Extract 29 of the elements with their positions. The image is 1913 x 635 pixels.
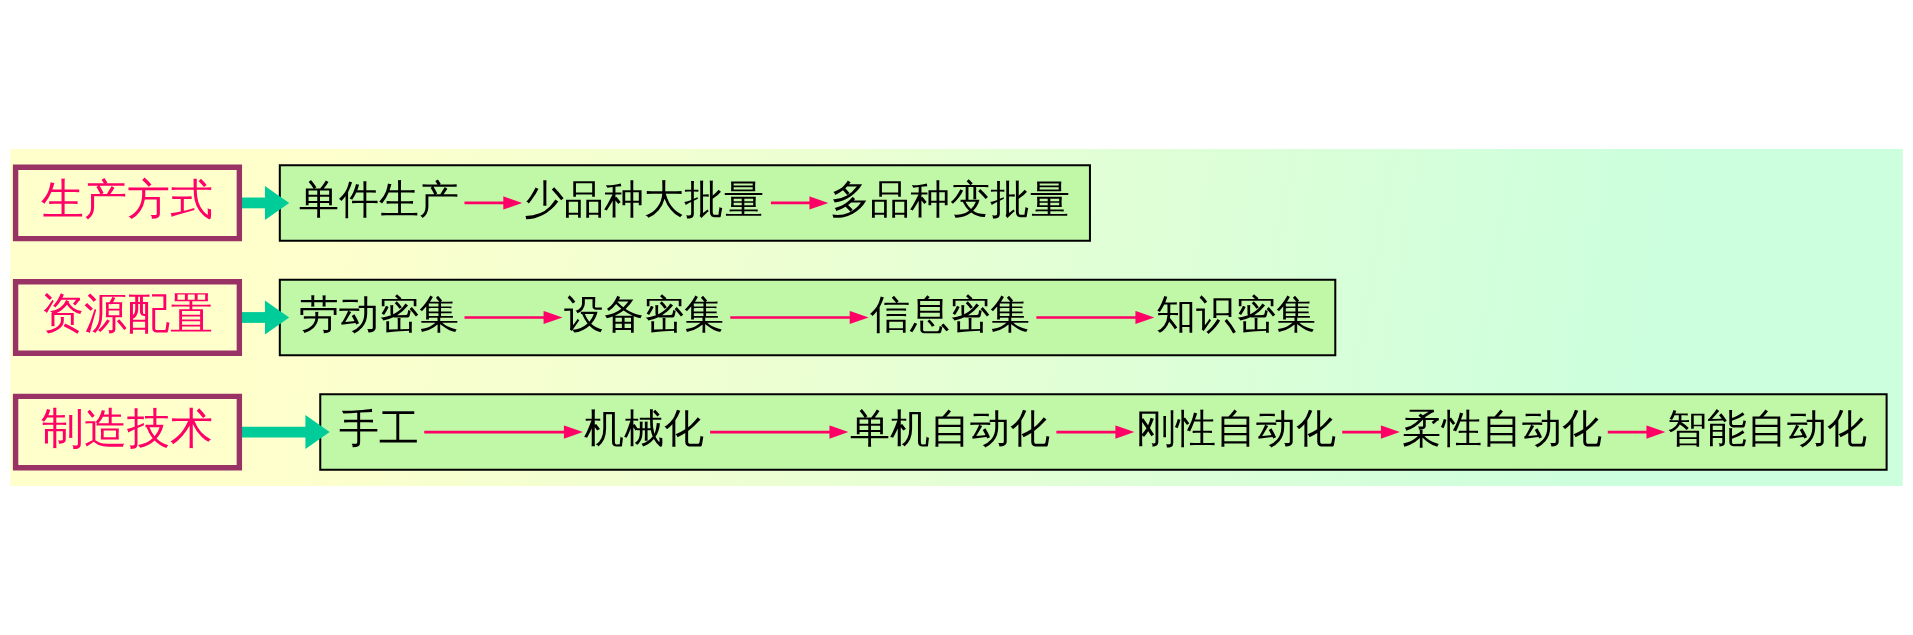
arrow	[464, 310, 563, 325]
node-text: 刚性自动化	[1136, 404, 1337, 453]
arrow	[710, 425, 849, 439]
arrow	[424, 425, 583, 439]
cluster	[278, 278, 1337, 357]
node-text: 信息密集	[870, 289, 1031, 338]
arrow	[730, 310, 869, 325]
node-text: 知识密集	[1156, 289, 1317, 338]
node-text: 机械化	[584, 404, 705, 453]
node-box: 生产方式	[12, 164, 243, 242]
node-text: 劳动密集	[298, 289, 459, 338]
node-text: 手工	[338, 404, 419, 453]
arrow	[1607, 425, 1666, 439]
node-text: 单机自动化	[850, 404, 1051, 453]
node-text: 单件生产	[298, 175, 459, 224]
arrow	[464, 196, 523, 210]
node-box: 制造技术	[12, 393, 243, 471]
arrow	[1056, 425, 1135, 439]
node-text: 柔性自动化	[1401, 404, 1602, 453]
node-text: 少品种大批量	[524, 175, 765, 224]
cluster	[319, 393, 1888, 471]
node-box: 资源配置	[12, 279, 243, 356]
node-text: 设备密集	[564, 289, 725, 338]
arrow	[770, 196, 829, 210]
arrow	[1036, 310, 1155, 325]
node-text: 多品种变批量	[830, 175, 1071, 224]
node-text: 智能自动化	[1667, 404, 1868, 453]
cluster	[278, 164, 1091, 242]
arrow	[1342, 425, 1400, 439]
